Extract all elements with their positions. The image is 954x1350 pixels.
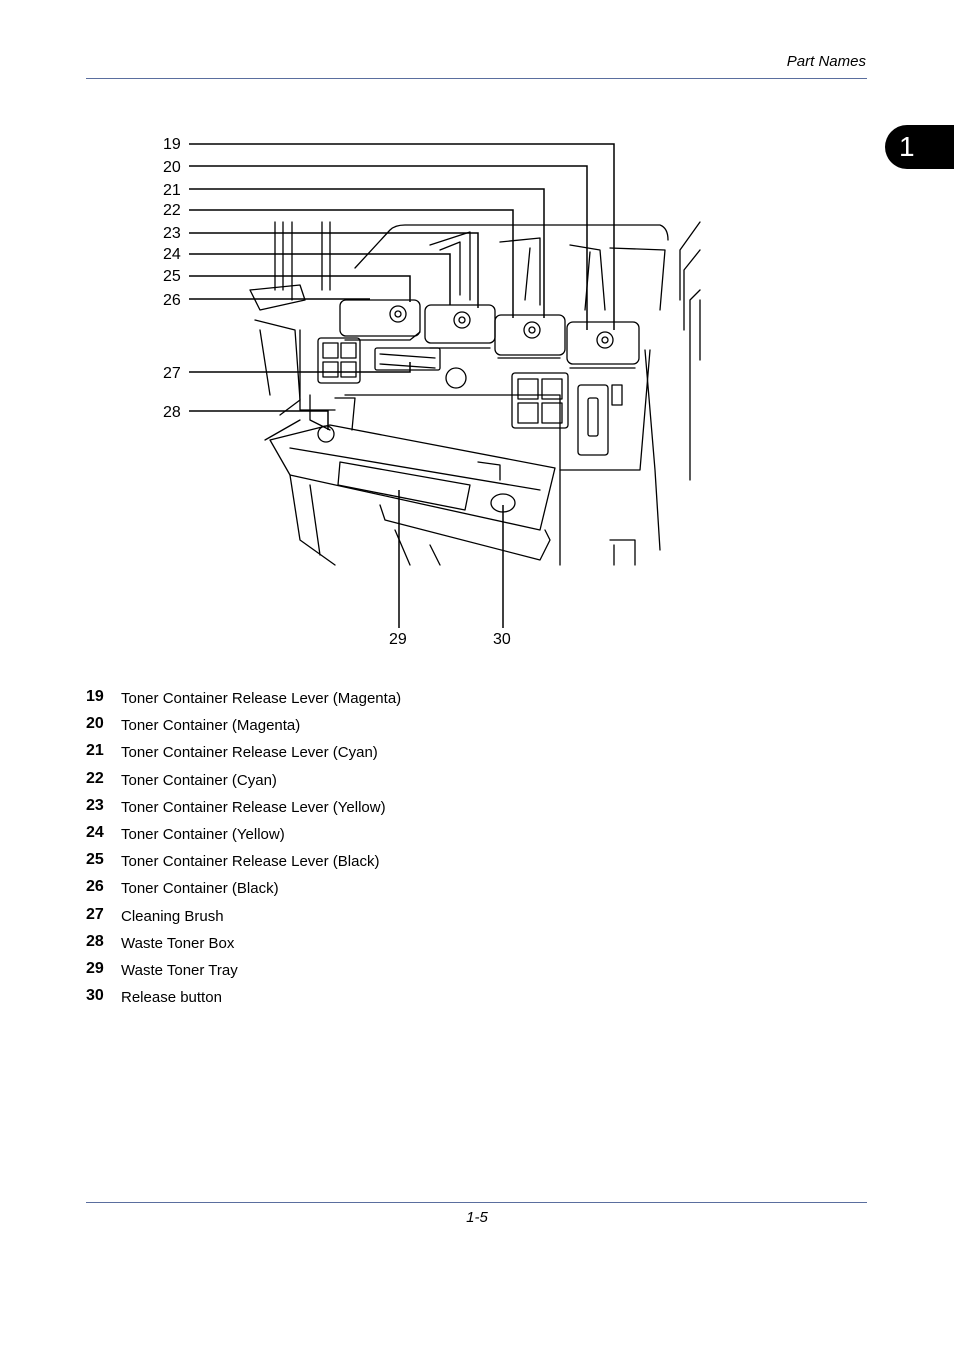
legend-item: 24 Toner Container (Yellow) bbox=[86, 824, 686, 851]
leader-25 bbox=[189, 275, 411, 302]
parts-legend: 19 Toner Container Release Lever (Magenta… bbox=[86, 688, 686, 1014]
footer-rule bbox=[86, 1202, 867, 1203]
legend-label: Toner Container (Magenta) bbox=[121, 717, 301, 735]
legend-item: 26 Toner Container (Black) bbox=[86, 878, 686, 905]
legend-number: 30 bbox=[86, 987, 104, 1005]
legend-number: 28 bbox=[86, 932, 104, 950]
printer-drawing bbox=[249, 221, 701, 566]
legend-label: Waste Toner Tray bbox=[121, 961, 238, 979]
legend-item: 28 Waste Toner Box bbox=[86, 933, 686, 960]
callout-27: 27 bbox=[163, 365, 181, 382]
page-number: 1-5 bbox=[466, 1209, 488, 1226]
callout-28: 28 bbox=[163, 404, 181, 421]
legend-item: 21 Toner Container Release Lever (Cyan) bbox=[86, 742, 686, 769]
legend-number: 22 bbox=[86, 769, 104, 787]
printer-illustration: 19 20 21 22 23 24 25 26 27 28 29 30 bbox=[163, 136, 701, 648]
callout-26: 26 bbox=[163, 292, 181, 309]
callout-23: 23 bbox=[163, 225, 181, 242]
legend-item: 30 Release button bbox=[86, 987, 686, 1014]
legend-label: Release button bbox=[121, 989, 222, 1007]
legend-label: Toner Container (Cyan) bbox=[121, 771, 277, 789]
leader-lines bbox=[189, 143, 615, 628]
legend-item: 27 Cleaning Brush bbox=[86, 906, 686, 933]
legend-label: Toner Container (Yellow) bbox=[121, 825, 285, 843]
callout-22: 22 bbox=[163, 202, 181, 219]
legend-number: 27 bbox=[86, 905, 104, 923]
leader-28 bbox=[189, 410, 329, 430]
legend-label: Toner Container Release Lever (Black) bbox=[121, 853, 380, 871]
callout-20: 20 bbox=[163, 159, 181, 176]
legend-number: 24 bbox=[86, 823, 104, 841]
header-rule bbox=[86, 78, 867, 79]
legend-label: Toner Container (Black) bbox=[121, 880, 279, 898]
callout-24: 24 bbox=[163, 246, 181, 263]
leader-21 bbox=[189, 188, 545, 318]
legend-label: Toner Container Release Lever (Yellow) bbox=[121, 798, 386, 816]
legend-label: Toner Container Release Lever (Cyan) bbox=[121, 744, 378, 762]
legend-item: 23 Toner Container Release Lever (Yellow) bbox=[86, 797, 686, 824]
legend-label: Cleaning Brush bbox=[121, 907, 224, 925]
callout-21: 21 bbox=[163, 182, 181, 199]
legend-item: 19 Toner Container Release Lever (Magenta… bbox=[86, 688, 686, 715]
legend-number: 20 bbox=[86, 715, 104, 733]
legend-number: 25 bbox=[86, 851, 104, 869]
legend-number: 19 bbox=[86, 688, 104, 705]
callout-19: 19 bbox=[163, 136, 181, 153]
leader-22 bbox=[189, 209, 514, 318]
leader-23 bbox=[189, 232, 479, 308]
legend-number: 26 bbox=[86, 878, 104, 896]
legend-number: 29 bbox=[86, 959, 104, 977]
legend-item: 20 Toner Container (Magenta) bbox=[86, 715, 686, 742]
legend-number: 21 bbox=[86, 742, 104, 760]
leader-20 bbox=[189, 165, 588, 330]
legend-label: Waste Toner Box bbox=[121, 934, 235, 952]
chapter-tab: 1 bbox=[885, 125, 954, 169]
legend-item: 29 Waste Toner Tray bbox=[86, 960, 686, 987]
leader-24 bbox=[189, 253, 451, 305]
callout-29: 29 bbox=[389, 631, 407, 648]
leader-19 bbox=[189, 143, 615, 330]
callout-25: 25 bbox=[163, 268, 181, 285]
callout-30: 30 bbox=[493, 631, 511, 648]
legend-item: 22 Toner Container (Cyan) bbox=[86, 770, 686, 797]
legend-item: 25 Toner Container Release Lever (Black) bbox=[86, 851, 686, 878]
running-header: Part Names bbox=[786, 53, 866, 70]
legend-number: 23 bbox=[86, 796, 104, 814]
leader-27 bbox=[189, 362, 411, 373]
legend-label: Toner Container Release Lever (Magenta) bbox=[121, 690, 402, 707]
